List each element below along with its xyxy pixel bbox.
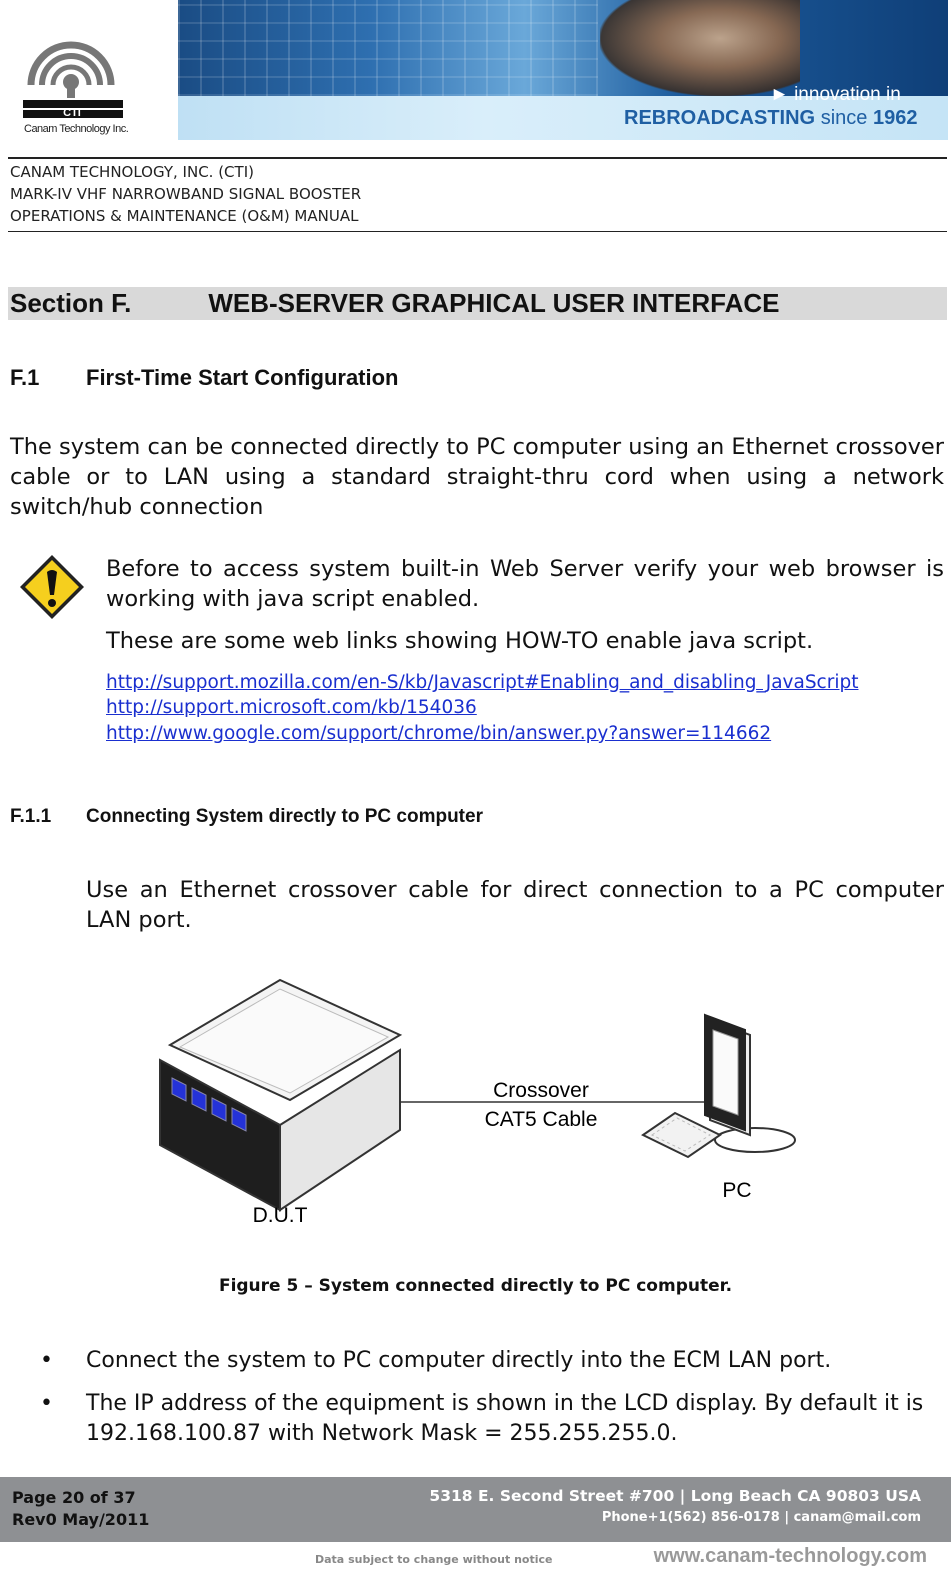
section-heading-bar	[8, 287, 947, 320]
tagline-rebroadcasting: REBROADCASTING	[624, 107, 816, 129]
subsubsection-number: F.1.1	[10, 806, 52, 827]
header-product: MARK-IV VHF NARROWBAND SIGNAL BOOSTER	[10, 185, 362, 203]
section-heading: Section F. WEB-SERVER GRAPHICAL USER INTE…	[10, 288, 779, 319]
bullet-dot-2: •	[40, 1391, 53, 1416]
connection-diagram: Crossover CAT5 Cable D.U.T PC	[159, 978, 796, 1227]
microsoft-javascript-link[interactable]: http://support.microsoft.com/kb/154036	[106, 697, 477, 718]
logo-name: CTI	[63, 107, 81, 119]
bullet-dot-1: •	[40, 1348, 53, 1373]
banner-tagline-strip	[178, 96, 948, 140]
bullet-item-2: The IP address of the equipment is shown…	[86, 1391, 924, 1446]
subsubsection-heading: F.1.1 Connecting System directly to PC co…	[10, 806, 483, 828]
banner-tagline-1: ► innovation in	[770, 84, 901, 105]
subsection-number: F.1	[10, 365, 40, 390]
tagline-since: since	[820, 107, 868, 129]
dut-device-illustration	[159, 978, 403, 1212]
company-address: 5318 E. Second Street #700 | Long Beach …	[429, 1487, 921, 1505]
company-contact: Phone+1(562) 856-0178 | canam@mail.com	[601, 1510, 921, 1525]
logo-company-name: Canam Technology Inc.	[24, 123, 129, 135]
direct-connection-paragraph: Use an Ethernet crossover cable for dire…	[86, 877, 944, 933]
page-number: Page 20 of 37	[12, 1488, 136, 1507]
banner-tagline-2: REBROADCASTING since 1962	[624, 107, 917, 130]
header-rule-bottom	[8, 231, 947, 232]
section-title: WEB-SERVER GRAPHICAL USER INTERFACE	[208, 288, 780, 318]
pc-illustration	[641, 1013, 796, 1159]
change-notice: Data subject to change without notice	[315, 1553, 553, 1566]
footer-bar	[0, 1477, 951, 1542]
google-javascript-link[interactable]: http://www.google.com/support/chrome/bin…	[106, 723, 772, 744]
cable-label-2: CAT5 Cable	[485, 1108, 598, 1131]
tagline-year: 1962	[872, 107, 918, 129]
subsection-title: First-Time Start Configuration	[86, 365, 399, 390]
bullet-item-1: Connect the system to PC computer direct…	[86, 1348, 832, 1373]
mozilla-javascript-link[interactable]: http://support.mozilla.com/en-S/kb/Javas…	[106, 672, 859, 693]
header-company: CANAM TECHNOLOGY, INC. (CTI)	[10, 163, 254, 181]
dut-label: D.U.T	[253, 1204, 308, 1227]
pc-label: PC	[722, 1179, 751, 1202]
subsubsection-title: Connecting System directly to PC compute…	[86, 806, 483, 827]
cti-logo: CTI	[23, 41, 123, 119]
header-rule-top	[8, 157, 947, 159]
subsection-heading: F.1 First-Time Start Configuration	[10, 365, 399, 391]
warning-links-intro: These are some web links showing HOW-TO …	[106, 628, 814, 654]
section-label: Section F.	[10, 288, 132, 318]
banner-technician-image	[600, 0, 800, 96]
header-manual-title: OPERATIONS & MAINTENANCE (O&M) MANUAL	[10, 207, 359, 225]
revision: Rev0 May/2011	[12, 1510, 150, 1529]
company-website[interactable]: www.canam-technology.com	[653, 1545, 927, 1567]
banner-building-image	[178, 0, 598, 96]
cable-label-1: Crossover	[493, 1079, 589, 1102]
intro-paragraph: The system can be connected directly to …	[10, 434, 944, 520]
warning-icon	[20, 555, 84, 619]
figure-caption: Figure 5 – System connected directly to …	[218, 1276, 733, 1296]
warning-text: Before to access system built-in Web Ser…	[106, 556, 944, 612]
